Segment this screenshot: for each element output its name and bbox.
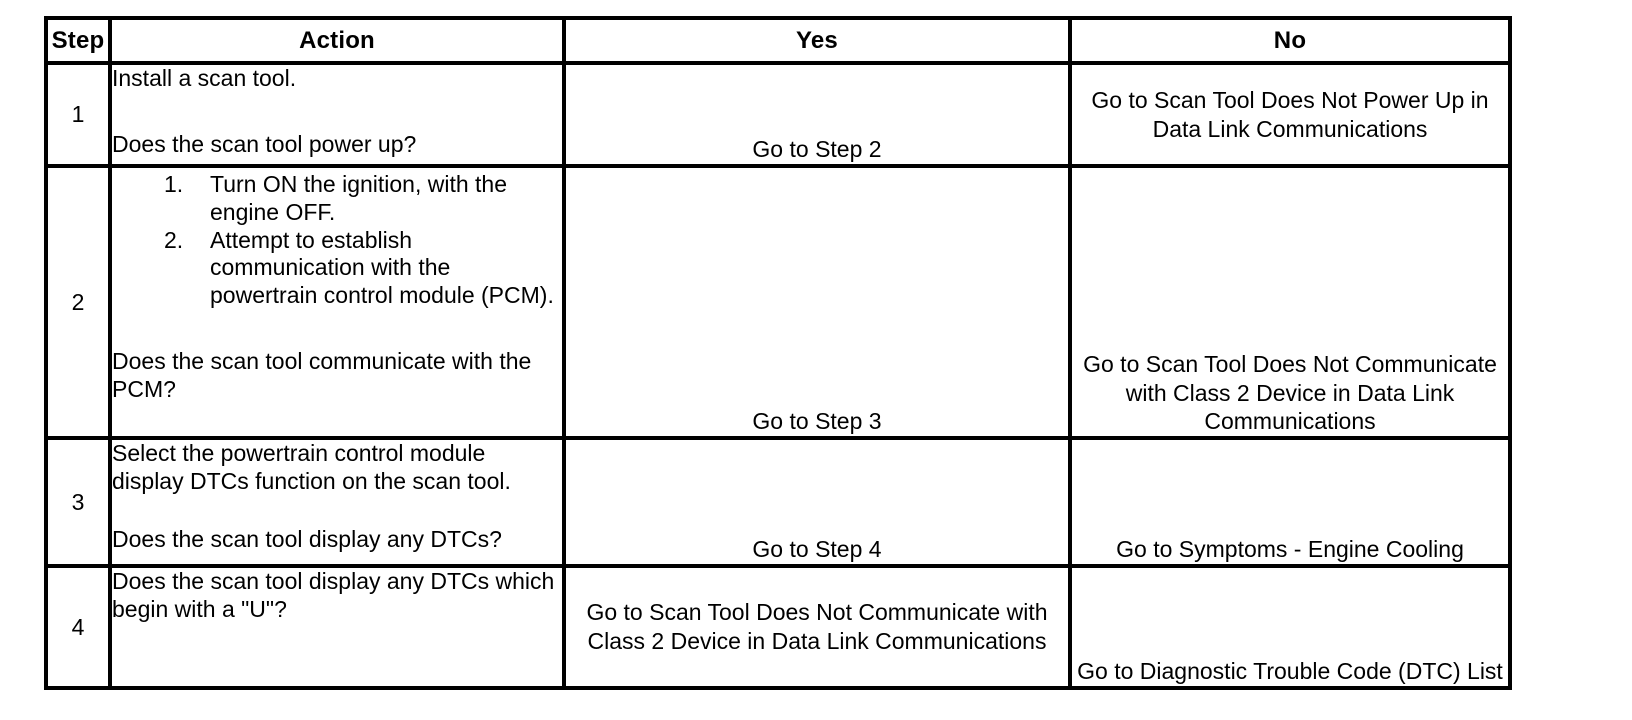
column-header-yes: Yes: [562, 16, 1072, 65]
action-step-number: 1.: [164, 171, 184, 197]
action-spacer: [112, 496, 562, 526]
action-step-number: 2.: [164, 226, 184, 253]
no-result-cell: Go to Scan Tool Does Not Communicate wit…: [1068, 164, 1512, 440]
action-question-text: Does the scan tool communicate with the …: [112, 348, 532, 402]
action-cell: Does the scan tool display any DTCs whic…: [108, 564, 566, 690]
table-row: 4 Does the scan tool display any DTCs wh…: [44, 564, 1512, 690]
column-header-step: Step: [44, 16, 112, 65]
step-number-cell: 3: [44, 436, 112, 568]
column-header-action: Action: [108, 16, 566, 65]
table-row: 3 Select the powertrain control module d…: [44, 436, 1512, 568]
action-step-list: 1. Turn ON the ignition, with the engine…: [112, 171, 562, 310]
action-question-text: Does the scan tool power up?: [112, 130, 417, 157]
no-result-cell: Go to Diagnostic Trouble Code (DTC) List: [1068, 564, 1512, 690]
action-step-text: Turn ON the ignition, with the engine OF…: [210, 171, 508, 225]
action-intro-text: Select the powertrain control module dis…: [112, 440, 511, 494]
table-header: Step Action Yes No: [44, 16, 1512, 65]
action-cell: Install a scan tool. Does the scan tool …: [108, 61, 566, 168]
action-spacer: [112, 310, 562, 348]
action-cell: Select the powertrain control module dis…: [108, 436, 566, 568]
table-row: 2 1. Turn ON the ignition, with the engi…: [44, 164, 1512, 440]
yes-result-cell: Go to Scan Tool Does Not Communicate wit…: [562, 564, 1072, 690]
action-cell: 1. Turn ON the ignition, with the engine…: [108, 164, 566, 440]
table-row: 1 Install a scan tool. Does the scan too…: [44, 61, 1512, 168]
step-number-cell: 1: [44, 61, 112, 168]
no-result-cell: Go to Symptoms - Engine Cooling: [1068, 436, 1512, 568]
step-number-cell: 2: [44, 164, 112, 440]
yes-result-cell: Go to Step 2: [562, 61, 1072, 168]
action-step-text: Attempt to establish communication with …: [210, 226, 554, 309]
yes-result-cell: Go to Step 3: [562, 164, 1072, 440]
action-intro-text: Install a scan tool.: [112, 65, 297, 91]
action-step-item: 1. Turn ON the ignition, with the engine…: [164, 171, 562, 227]
action-question-text: Does the scan tool display any DTCs whic…: [112, 568, 555, 622]
action-question-text: Does the scan tool display any DTCs?: [112, 525, 502, 552]
action-step-item: 2. Attempt to establish communication wi…: [164, 227, 562, 310]
yes-result-cell: Go to Step 4: [562, 436, 1072, 568]
no-result-cell: Go to Scan Tool Does Not Power Up in Dat…: [1068, 61, 1512, 168]
diagnostic-table: Step Action Yes No 1 Install a scan tool…: [44, 16, 1512, 690]
column-header-no: No: [1068, 16, 1512, 65]
table-body: 1 Install a scan tool. Does the scan too…: [44, 61, 1512, 690]
step-number-cell: 4: [44, 564, 112, 690]
action-spacer: [112, 93, 562, 131]
table-header-row: Step Action Yes No: [44, 16, 1512, 65]
